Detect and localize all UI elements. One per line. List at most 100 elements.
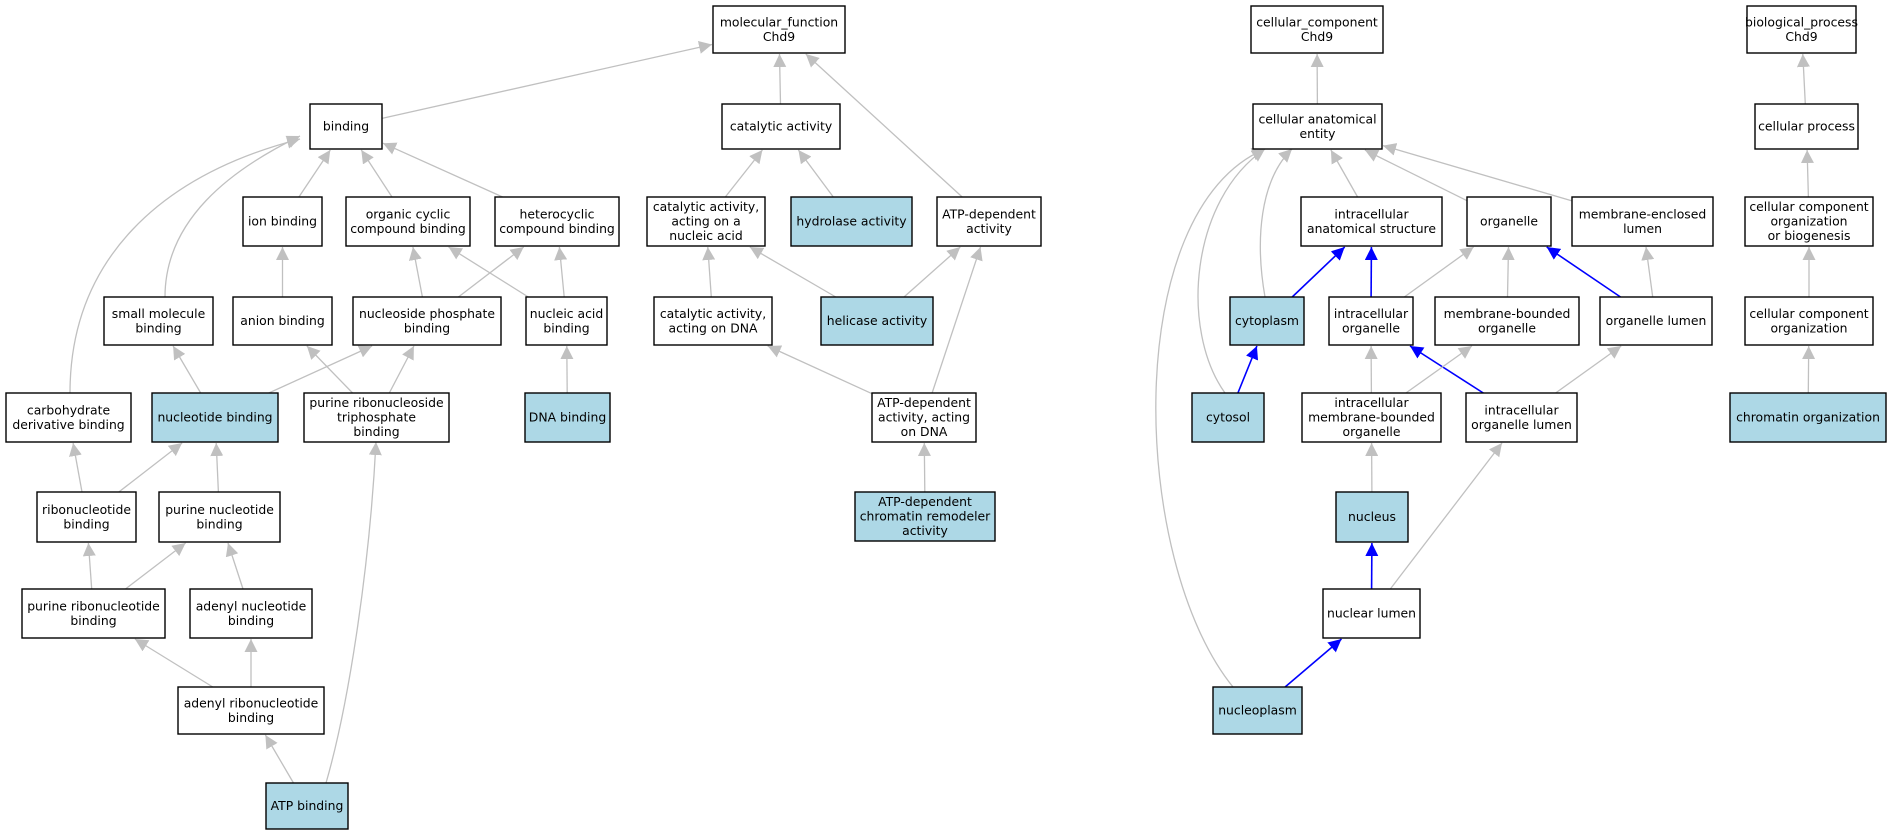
edges: [69, 40, 1816, 784]
node-label-line: chromatin organization: [1736, 410, 1880, 425]
node-label-line: nucleic acid: [669, 228, 743, 243]
edge-membrane-bounded-organelle-to-organelle: [1501, 246, 1515, 298]
node-helicase: helicase activity: [820, 296, 934, 346]
node-label-line: on DNA: [901, 424, 948, 439]
node-box: [1599, 296, 1713, 346]
node-nucleoplasm: nucleoplasm: [1212, 686, 1303, 735]
node-box: [1335, 491, 1409, 543]
node-label-line: ribonucleotide: [42, 502, 131, 517]
node-box: [345, 196, 471, 247]
node-label-line: Chd9: [763, 29, 795, 44]
node-label-line: cellular_component: [1256, 14, 1378, 29]
node-label-line: triphosphate: [337, 410, 416, 425]
node-atp-binding: ATP binding: [265, 782, 349, 830]
node-label-line: binding: [353, 424, 399, 439]
node-chromatin-org: chromatin organization: [1729, 392, 1887, 443]
node-box: [1571, 196, 1714, 247]
edge-cat-nucleic-acid-to-catalytic-activity: [724, 149, 763, 198]
node-cellular-process: cellular process: [1754, 103, 1859, 150]
node-box: [1434, 296, 1580, 346]
node-label-line: binding: [228, 613, 274, 628]
node-label-line: organelle: [1478, 320, 1536, 335]
node-cytosol: cytosol: [1191, 392, 1265, 443]
node-box: [151, 392, 279, 443]
edge-intracellular-anatomical-to-cellular-anatomical: [1330, 149, 1359, 198]
edge-cytosol-to-cytoplasm: [1237, 345, 1259, 394]
node-label-line: purine ribonucleotide: [27, 598, 160, 613]
edge-cytosol-to-cellular-anatomical: [1197, 148, 1266, 394]
edge-helicase-to-cat-nucleic-acid: [749, 246, 837, 298]
node-label-line: binding: [323, 119, 369, 134]
edge-nucleoplasm-to-nuclear-lumen: [1284, 638, 1343, 688]
node-label-line: ion binding: [248, 214, 317, 229]
edge-intracellular-organelle-to-organelle: [1403, 246, 1474, 298]
node-box: [1729, 392, 1887, 443]
edge-intracellular-mb-organelle-to-membrane-bounded-organelle: [1405, 345, 1473, 394]
node-box: [820, 296, 934, 346]
node-label-line: nucleoplasm: [1218, 703, 1297, 718]
node-dna-binding: DNA binding: [524, 392, 611, 443]
edge-heterocyclic-to-binding: [382, 142, 503, 198]
node-label-line: compound binding: [350, 221, 466, 236]
edge-purine-ribonucleotide-to-purine-nucleotide: [125, 542, 186, 590]
node-label-line: organelle: [1342, 320, 1400, 335]
node-label-line: cellular process: [1758, 119, 1855, 134]
node-label-line: membrane-bounded: [1308, 410, 1435, 425]
node-box: [1229, 296, 1305, 346]
node-box: [1250, 5, 1384, 54]
node-nucleotide-binding: nucleotide binding: [151, 392, 279, 443]
node-label-line: organelle: [1343, 424, 1401, 439]
edge-purine-ribonucleoside-tp-to-anion-binding: [306, 345, 354, 394]
node-box: [1212, 686, 1303, 735]
node-label-line: ATP-dependent: [878, 494, 972, 509]
node-label-line: activity: [966, 221, 1012, 236]
node-label-line: adenyl ribonucleotide: [184, 695, 319, 710]
node-box: [242, 196, 323, 247]
edge-nucleoside-phosphate-to-organic-cyclic: [408, 246, 424, 298]
node-box: [1252, 103, 1383, 150]
node-box: [1328, 296, 1414, 346]
node-cat-dna: catalytic activity,acting on DNA: [653, 296, 773, 346]
edge-cytoplasm-to-intracellular-anatomical: [1291, 246, 1346, 298]
node-box: [265, 782, 349, 830]
node-label-line: nucleic acid: [530, 306, 604, 321]
node-box: [158, 491, 281, 543]
node-label-line: binding: [196, 516, 242, 531]
node-label-line: cellular component: [1749, 306, 1868, 321]
node-hydrolase: hydrolase activity: [790, 196, 913, 247]
node-box: [1301, 392, 1442, 443]
node-box: [36, 491, 137, 543]
node-label-line: intracellular: [1484, 402, 1559, 417]
edge-purine-ribonucleoside-tp-to-nucleoside-phosphate: [388, 345, 415, 394]
node-label-line: compound binding: [499, 221, 615, 236]
edge-ribonucleotide-to-nucleotide-binding: [118, 442, 183, 493]
edge-carbohydrate-to-binding: [69, 135, 301, 394]
node-box: [1465, 392, 1578, 443]
node-box: [721, 103, 841, 150]
node-box: [303, 392, 450, 443]
edge-atp-dep-dna-to-cat-dna: [767, 345, 873, 395]
node-box: [189, 588, 313, 639]
edge-nucleoplasm-to-cellular-anatomical: [1155, 148, 1266, 688]
node-label-line: cytosol: [1206, 410, 1250, 425]
node-label-line: binding: [70, 613, 116, 628]
node-ion-binding: ion binding: [242, 196, 323, 247]
edge-cytoplasm-to-cellular-anatomical: [1259, 148, 1293, 298]
node-label-line: binding: [63, 516, 109, 531]
node-label-line: intracellular: [1334, 395, 1409, 410]
